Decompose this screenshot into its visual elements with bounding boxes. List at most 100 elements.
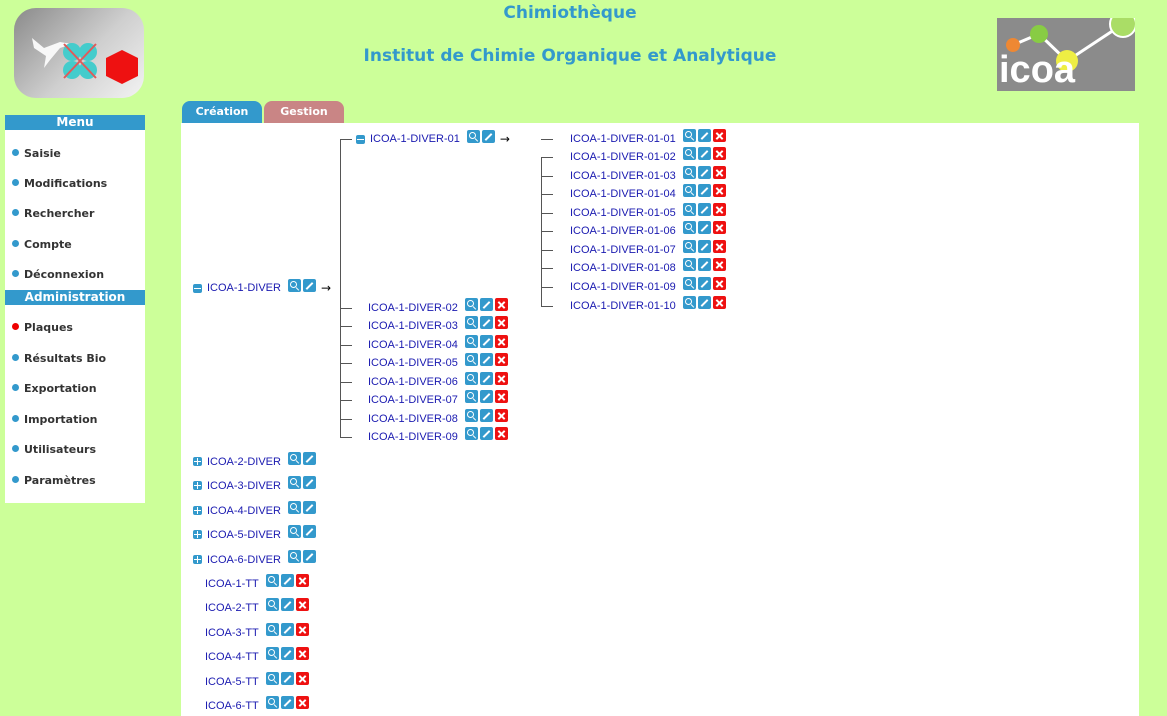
tree-node-label[interactable]: ICOA-1-DIVER-01-01 xyxy=(570,132,676,145)
edit-icon[interactable] xyxy=(697,277,711,290)
magnifier-icon[interactable] xyxy=(265,623,279,636)
sidebar-item-resultats-bio[interactable]: Résultats Bio xyxy=(12,352,106,365)
edit-icon[interactable] xyxy=(302,501,316,514)
magnifier-icon[interactable] xyxy=(464,427,478,440)
delete-icon[interactable] xyxy=(295,696,309,709)
edit-icon[interactable] xyxy=(302,525,316,538)
delete-icon[interactable] xyxy=(494,372,508,385)
edit-icon[interactable] xyxy=(280,647,294,660)
tree-node-label[interactable]: ICOA-1-DIVER-01-06 xyxy=(570,224,676,237)
edit-icon[interactable] xyxy=(479,409,493,422)
magnifier-icon[interactable] xyxy=(682,258,696,271)
tree-node-label[interactable]: ICOA-5-TT xyxy=(205,675,259,688)
delete-icon[interactable] xyxy=(295,574,309,587)
delete-icon[interactable] xyxy=(295,623,309,636)
delete-icon[interactable] xyxy=(494,316,508,329)
magnifier-icon[interactable] xyxy=(682,184,696,197)
tree-node-label[interactable]: ICOA-2-DIVER xyxy=(207,455,281,468)
tree-node-label[interactable]: ICOA-3-TT xyxy=(205,626,259,639)
magnifier-icon[interactable] xyxy=(682,296,696,309)
collapse-icon[interactable] xyxy=(356,134,365,144)
tree-node-label[interactable]: ICOA-1-DIVER-01-05 xyxy=(570,206,676,219)
edit-icon[interactable] xyxy=(479,427,493,440)
magnifier-icon[interactable] xyxy=(265,647,279,660)
tree-node-label[interactable]: ICOA-1-DIVER-07 xyxy=(368,393,458,406)
magnifier-icon[interactable] xyxy=(265,574,279,587)
delete-icon[interactable] xyxy=(712,203,726,216)
edit-icon[interactable] xyxy=(479,298,493,311)
delete-icon[interactable] xyxy=(494,390,508,403)
sidebar-item-utilisateurs[interactable]: Utilisateurs xyxy=(12,443,96,456)
magnifier-icon[interactable] xyxy=(265,672,279,685)
tab-creation[interactable]: Création xyxy=(182,101,262,123)
edit-icon[interactable] xyxy=(280,696,294,709)
magnifier-icon[interactable] xyxy=(287,452,301,465)
delete-icon[interactable] xyxy=(712,184,726,197)
magnifier-icon[interactable] xyxy=(466,129,480,143)
expand-icon[interactable] xyxy=(193,481,202,490)
delete-icon[interactable] xyxy=(712,277,726,290)
edit-icon[interactable] xyxy=(280,574,294,587)
edit-icon[interactable] xyxy=(697,129,711,142)
edit-icon[interactable] xyxy=(479,372,493,385)
edit-icon[interactable] xyxy=(481,129,495,143)
edit-icon[interactable] xyxy=(479,353,493,366)
magnifier-icon[interactable] xyxy=(682,277,696,290)
magnifier-icon[interactable] xyxy=(265,598,279,611)
tree-node-label[interactable]: ICOA-6-DIVER xyxy=(207,553,281,566)
edit-icon[interactable] xyxy=(280,672,294,685)
edit-icon[interactable] xyxy=(697,166,711,179)
expand-icon[interactable] xyxy=(193,457,202,466)
edit-icon[interactable] xyxy=(697,184,711,197)
sidebar-item-deconnexion[interactable]: Déconnexion xyxy=(12,268,104,281)
tree-node-label[interactable]: ICOA-1-DIVER-03 xyxy=(368,319,458,332)
tree-node-label[interactable]: ICOA-1-TT xyxy=(205,577,259,590)
edit-icon[interactable] xyxy=(280,623,294,636)
expand-icon[interactable] xyxy=(193,530,202,539)
magnifier-icon[interactable] xyxy=(464,409,478,422)
tab-gestion[interactable]: Gestion xyxy=(264,101,344,123)
magnifier-icon[interactable] xyxy=(287,550,301,563)
delete-icon[interactable] xyxy=(712,129,726,142)
tree-node-label[interactable]: ICOA-1-DIVER-01-09 xyxy=(570,280,676,293)
tree-node-label[interactable]: ICOA-3-DIVER xyxy=(207,479,281,492)
magnifier-icon[interactable] xyxy=(287,501,301,514)
sidebar-item-importation[interactable]: Importation xyxy=(12,413,98,426)
edit-icon[interactable] xyxy=(479,335,493,348)
delete-icon[interactable] xyxy=(712,296,726,309)
tree-node-label[interactable]: ICOA-1-DIVER-09 xyxy=(368,430,458,443)
sidebar-item-parametres[interactable]: Paramètres xyxy=(12,474,96,487)
delete-icon[interactable] xyxy=(295,672,309,685)
sidebar-item-compte[interactable]: Compte xyxy=(12,238,72,251)
edit-icon[interactable] xyxy=(302,452,316,465)
delete-icon[interactable] xyxy=(712,221,726,234)
magnifier-icon[interactable] xyxy=(287,278,301,292)
magnifier-icon[interactable] xyxy=(287,525,301,538)
edit-icon[interactable] xyxy=(302,476,316,489)
tree-node-label[interactable]: ICOA-1-DIVER-01-03 xyxy=(570,169,676,182)
delete-icon[interactable] xyxy=(712,258,726,271)
expand-icon[interactable] xyxy=(193,506,202,515)
delete-icon[interactable] xyxy=(295,647,309,660)
sidebar-item-modifications[interactable]: Modifications xyxy=(12,177,107,190)
edit-icon[interactable] xyxy=(697,147,711,160)
magnifier-icon[interactable] xyxy=(265,696,279,709)
delete-icon[interactable] xyxy=(295,598,309,611)
magnifier-icon[interactable] xyxy=(682,129,696,142)
tree-node-label[interactable]: ICOA-4-TT xyxy=(205,650,259,663)
tree-node-label[interactable]: ICOA-4-DIVER xyxy=(207,504,281,517)
sidebar-item-saisie[interactable]: Saisie xyxy=(12,147,61,160)
magnifier-icon[interactable] xyxy=(682,203,696,216)
magnifier-icon[interactable] xyxy=(464,372,478,385)
delete-icon[interactable] xyxy=(494,353,508,366)
edit-icon[interactable] xyxy=(479,316,493,329)
tree-node-label[interactable]: ICOA-1-DIVER xyxy=(207,282,281,294)
sidebar-item-plaques[interactable]: Plaques xyxy=(12,321,73,334)
edit-icon[interactable] xyxy=(697,221,711,234)
magnifier-icon[interactable] xyxy=(464,316,478,329)
delete-icon[interactable] xyxy=(712,240,726,253)
magnifier-icon[interactable] xyxy=(682,240,696,253)
sidebar-item-rechercher[interactable]: Rechercher xyxy=(12,207,94,220)
edit-icon[interactable] xyxy=(302,550,316,563)
tree-node-label[interactable]: ICOA-1-DIVER-01-07 xyxy=(570,243,676,256)
